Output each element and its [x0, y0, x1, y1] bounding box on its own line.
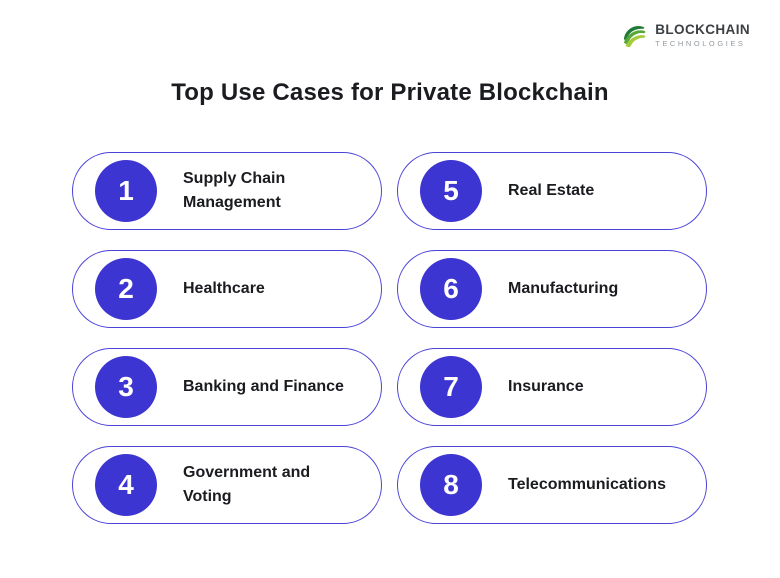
- blockchain-technologies-logo-icon: [624, 26, 646, 47]
- number-badge-3: 3: [95, 356, 157, 418]
- use-case-pill-4: 4 Government and Voting: [72, 446, 382, 524]
- use-case-pill-2: 2 Healthcare: [72, 250, 382, 328]
- use-case-pill-1: 1 Supply Chain Management: [72, 152, 382, 230]
- use-case-label-8: Telecommunications: [508, 476, 666, 493]
- use-case-label-5: Real Estate: [508, 182, 595, 199]
- number-badge-5: 5: [420, 160, 482, 222]
- brand-subtitle: TECHNOLOGIES: [655, 39, 746, 48]
- number-badge-1: 1: [95, 160, 157, 222]
- use-case-pill-6: 6 Manufacturing: [397, 250, 707, 328]
- brand-logo-text: BLOCKCHAIN TECHNOLOGIES: [655, 22, 750, 49]
- use-case-pill-5: 5 Real Estate: [397, 152, 707, 230]
- page-title: Top Use Cases for Private Blockchain: [171, 79, 609, 106]
- use-case-pill-8: 8 Telecommunications: [397, 446, 707, 524]
- use-case-label-7: Insurance: [508, 378, 584, 395]
- brand-name: BLOCKCHAIN: [655, 22, 750, 37]
- use-case-label-1: Supply Chain Management: [183, 170, 286, 211]
- number-badge-8: 8: [420, 454, 482, 516]
- use-case-pill-3: 3 Banking and Finance: [72, 348, 382, 426]
- use-case-label-6: Manufacturing: [508, 280, 619, 297]
- use-case-label-2: Healthcare: [183, 280, 265, 297]
- use-case-grid: 1 Supply Chain Management 2 Healthcare 3…: [72, 152, 707, 524]
- number-badge-2: 2: [95, 258, 157, 320]
- use-case-label-3: Banking and Finance: [183, 378, 344, 395]
- number-badge-4: 4: [95, 454, 157, 516]
- use-case-label-4: Government and Voting: [183, 464, 311, 505]
- number-badge-7: 7: [420, 356, 482, 418]
- brand-logo: BLOCKCHAIN TECHNOLOGIES: [620, 22, 750, 49]
- number-badge-6: 6: [420, 258, 482, 320]
- use-case-pill-7: 7 Insurance: [397, 348, 707, 426]
